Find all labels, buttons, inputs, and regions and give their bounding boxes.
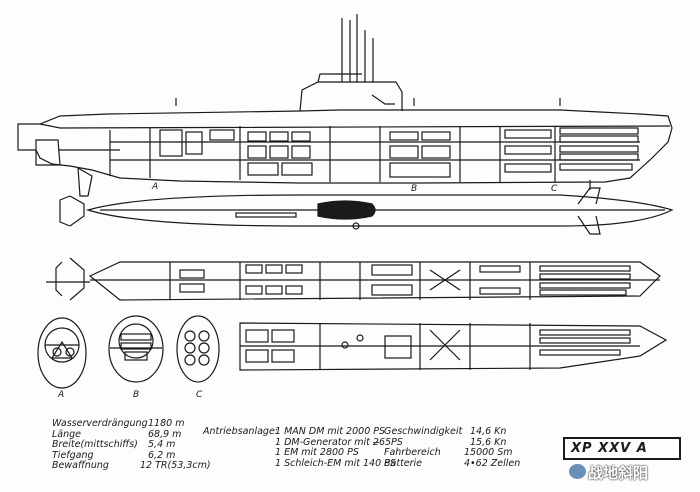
spec-value: 5,4 m (148, 439, 176, 451)
spec-row: Fahrbereich 15000 Sm (384, 448, 534, 459)
top-deck-view (59, 187, 674, 235)
cross-section-caption-b: B (133, 390, 140, 400)
spec-row: Tiefgang 6,2 m (52, 449, 202, 462)
spec-value: 15000 Sm (464, 447, 513, 459)
cross-section-a (37, 317, 87, 389)
spec-label: Bewaffnung (52, 460, 109, 472)
section-marker-a: A (152, 182, 159, 192)
propulsion-heading: Antriebsanlage: (203, 426, 278, 437)
spec-row: Länge 68,9 m (52, 428, 202, 441)
spec-row: Geschwindigkeit 14,6 Kn (384, 426, 534, 438)
spec-row: Batterie 4•62 Zellen (384, 457, 534, 470)
spec-value: 1180 m (148, 418, 185, 429)
lower-deck-plan (239, 322, 668, 371)
spec-value: 14,6 Kn (470, 426, 507, 437)
spec-label: Tiefgang (52, 449, 94, 461)
spec-value: 4•62 Zellen (464, 457, 521, 469)
spec-row: Antriebsanlage: 1 MAN DM mit 2000 PS (203, 426, 386, 438)
spec-label: Länge (52, 428, 82, 440)
spec-label: Wasserverdrängung (52, 418, 148, 429)
section-marker-b: B (411, 184, 418, 194)
cross-section-c (176, 315, 220, 383)
spec-label: Batterie (384, 457, 423, 469)
side-profile-view (17, 14, 673, 197)
spec-row: Bewaffnung 12 TR(53,3cm) (52, 460, 211, 472)
spec-value: 68,9 m (148, 428, 182, 440)
propulsion-line: 1 DM-Generator mit 2̶65PS (275, 436, 403, 448)
spec-value: 15,6 Kn (470, 436, 507, 448)
spec-label: Fahrbereich (384, 447, 441, 459)
watermark-text: 战地斜阳 (588, 464, 649, 482)
specs-performance: Geschwindigkeit 14,6 Kn 15,6 Kn Fahrberei… (384, 426, 534, 470)
watermark-badge-icon (568, 463, 587, 480)
cross-section-caption-a: A (58, 390, 65, 400)
section-marker-c: C (551, 184, 558, 194)
type-designation-box: XP XXV A (563, 437, 681, 460)
spec-row: Breite(mittschiffs) 5,4 m (52, 440, 202, 451)
spec-value: 12 TR(53,3cm) (140, 460, 211, 472)
spec-row: 15,6 Kn (384, 436, 534, 449)
propulsion-line: 1 EM mit 2800 PS (275, 447, 359, 459)
propulsion-line: 1 MAN DM mit 2000 PS (275, 426, 386, 437)
internal-plan-view (46, 257, 661, 301)
spec-label: Breite(mittschiffs) (52, 439, 138, 451)
spec-label: Geschwindigkeit (384, 426, 463, 437)
cross-section-caption-c: C (196, 390, 203, 400)
specs-propulsion: Antriebsanlage: 1 MAN DM mit 2000 PS 1 D… (203, 426, 403, 469)
cross-section-b (108, 315, 164, 383)
propulsion-line: 1 Schleich-EM mit 140 PS (275, 457, 396, 469)
spec-value: 6,2 m (148, 449, 176, 461)
